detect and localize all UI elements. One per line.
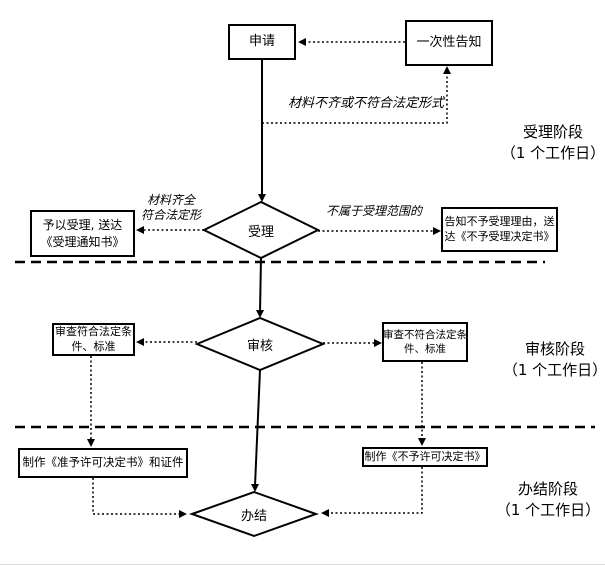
edge-label-materials-incomplete: 材料不齐或不符合法定形式 bbox=[287, 96, 444, 111]
materials-complete-line2: 符合法定形 bbox=[140, 208, 201, 222]
make-denial-label: 制作《不予许可决定书》 bbox=[364, 449, 486, 463]
stage-label-review: 审核阶段 （1 个工作日） bbox=[500, 339, 605, 381]
stage-label-accept: 受理阶段 （1 个工作日） bbox=[498, 122, 605, 164]
connector-denial-to-conclude bbox=[328, 467, 423, 514]
node-reject-notice-box: 告知不予受理理由，送 达《不予受理决定书》 bbox=[441, 207, 558, 252]
node-accept-notice-box: 予以受理, 送达 《受理通知书》 bbox=[30, 210, 135, 257]
stage-review-name: 审核阶段 bbox=[524, 340, 585, 358]
review-pass-line2: 件、标准 bbox=[71, 339, 116, 353]
reject-notice-line2: 达《不予受理决定书》 bbox=[444, 229, 555, 243]
decision-accept-diamond bbox=[201, 200, 321, 260]
arrowhead-left-icon bbox=[298, 38, 306, 46]
node-review-fail-box: 审查不符合法定条 件、标准 bbox=[382, 322, 468, 362]
node-one-time-notice-label: 一次性告知 bbox=[416, 35, 482, 51]
node-one-time-notice-box: 一次性告知 bbox=[405, 20, 493, 66]
review-fail-line2: 件、标准 bbox=[404, 343, 446, 355]
stage-conclude-name: 办结阶段 bbox=[517, 480, 578, 498]
decision-conclude-diamond bbox=[189, 490, 319, 538]
arrowhead-left-icon bbox=[321, 509, 329, 517]
stage-label-conclude: 办结阶段 （1 个工作日） bbox=[493, 479, 603, 521]
arrowhead-down-icon bbox=[258, 194, 266, 202]
arrowhead-right-icon bbox=[179, 510, 187, 518]
arrowhead-right-icon bbox=[374, 339, 382, 347]
arrowhead-down-icon bbox=[251, 484, 259, 492]
arrowhead-right-icon bbox=[433, 227, 441, 235]
edge-label-out-of-scope: 不属于受理范围的 bbox=[325, 204, 422, 218]
decision-review-label: 审核 bbox=[246, 338, 273, 354]
connector-accept-to-review bbox=[259, 257, 262, 313]
node-make-denial-box: 制作《不予许可决定书》 bbox=[362, 447, 488, 467]
stage-conclude-duration: （1 个工作日） bbox=[495, 501, 601, 519]
node-apply-label: 申请 bbox=[248, 34, 275, 50]
edge-label-materials-complete: 材料齐全 符合法定形 bbox=[121, 193, 221, 223]
connector-permit-to-conclude bbox=[92, 478, 180, 515]
decision-accept-label: 受理 bbox=[247, 224, 274, 240]
arrowhead-left-icon bbox=[136, 338, 144, 346]
decision-conclude-label: 办结 bbox=[240, 508, 267, 524]
decision-review-diamond bbox=[194, 316, 326, 372]
stage-accept-duration: （1 个工作日） bbox=[500, 144, 605, 162]
connector-incomplete-feedback bbox=[262, 72, 448, 124]
arrowhead-down-icon bbox=[87, 439, 95, 447]
accept-notice-line2: 《受理通知书》 bbox=[40, 234, 125, 249]
reject-notice-line1: 告知不予受理理由，送 bbox=[444, 214, 555, 228]
node-make-permit-box: 制作《准予许可决定书》和证件 bbox=[18, 448, 188, 478]
accept-notice-line1: 予以受理, 送达 bbox=[42, 218, 123, 233]
make-permit-label: 制作《准予许可决定书》和证件 bbox=[22, 455, 184, 470]
stage-review-duration: （1 个工作日） bbox=[502, 361, 605, 379]
arrowhead-left-icon bbox=[136, 226, 144, 234]
review-fail-line1: 审查不符合法定条 bbox=[383, 328, 467, 341]
review-pass-line1: 审查符合法定条 bbox=[55, 324, 132, 338]
node-apply-box: 申请 bbox=[228, 24, 296, 60]
materials-complete-line1: 材料齐全 bbox=[146, 193, 195, 207]
arrowhead-down-icon bbox=[256, 310, 264, 318]
arrowhead-up-icon bbox=[443, 66, 451, 74]
node-review-pass-box: 审查符合法定条 件、标准 bbox=[52, 323, 135, 356]
arrowhead-down-icon bbox=[418, 438, 426, 446]
stage-accept-name: 受理阶段 bbox=[522, 123, 583, 141]
